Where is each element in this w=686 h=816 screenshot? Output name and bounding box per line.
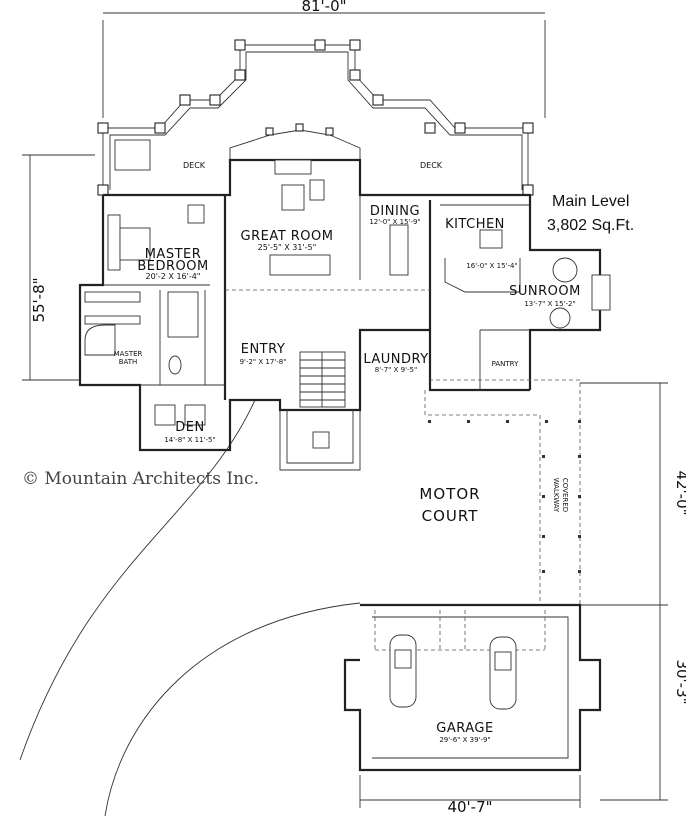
deck-posts (97, 39, 534, 196)
level-title: Main Level (552, 193, 629, 210)
garage-car-right (489, 636, 517, 710)
deck-outline (102, 44, 529, 190)
great-room-furniture (269, 159, 331, 276)
master-bedroom-label-line2: BEDROOM (137, 259, 208, 274)
deck-right-label: DECK (420, 161, 443, 170)
sunroom-label: SUNROOM (509, 284, 581, 299)
den-dimension: 14'-8" X 11'-5" (164, 436, 215, 444)
dining-label: DINING (370, 204, 420, 219)
square-footage: 3,802 Sq.Ft. (547, 217, 634, 234)
garage-car-left (389, 634, 417, 708)
master-bedroom-label-line1: MASTER (145, 247, 202, 262)
kitchen-island (440, 204, 530, 293)
garage-walls (343, 603, 602, 772)
garage-depth-dimension: 30'-3" (673, 659, 686, 704)
walkway-posts (428, 420, 581, 573)
den-furniture (154, 404, 206, 426)
deck-left-label: DECK (183, 161, 206, 170)
copyright-notice: © Mountain Architects Inc. (22, 469, 259, 489)
master-bath-label-line1: MASTER (114, 350, 143, 358)
pantry-label: PANTRY (492, 360, 519, 368)
entry-porch (279, 410, 361, 471)
dining-table (389, 224, 409, 276)
covered-walkway-label-line1: COVERED (561, 478, 569, 512)
master-bedroom-dimension: 20'-2 X 16'-4" (146, 272, 201, 281)
kitchen-dimension: 16'-0" X 15'-4" (466, 262, 517, 270)
great-room-label: GREAT ROOM (241, 229, 334, 244)
motor-court-label-line2: COURT (422, 507, 479, 525)
entry-label: ENTRY (241, 342, 286, 357)
laundry-dimension: 8'-7" X 9'-5" (375, 366, 417, 374)
left-depth-dimension: 55'-8" (30, 277, 48, 322)
walkway-depth-dimension: 42'-0" (673, 470, 686, 515)
garage-label: GARAGE (436, 721, 493, 736)
motor-court-label-line1: MOTOR (419, 485, 480, 503)
sunroom-furniture (549, 257, 611, 329)
top-width-dimension: 81'-0" (301, 0, 346, 15)
master-bedroom-bed (107, 204, 205, 271)
master-bath-fixtures (84, 291, 199, 375)
house-walls (78, 158, 602, 452)
interior-walls (140, 195, 530, 400)
laundry-label: LAUNDRY (363, 352, 428, 367)
great-room-dimension: 25'-5" X 31'-5" (258, 243, 317, 252)
bottom-width-dimension: 40'-7" (447, 798, 492, 816)
entry-dimension: 9'-2" X 17'-8" (240, 358, 287, 366)
driveway-curve-left (19, 399, 256, 761)
covered-walkway-label-line2: WALKWAY (552, 478, 560, 513)
garage-dimension: 29'-6" X 39'-9" (439, 736, 490, 744)
driveway-curve-right (104, 602, 361, 816)
dining-dimension: 12'-0" X 15'-9" (369, 218, 420, 226)
sunroom-dimension: 13'-7" X 15'-2" (524, 300, 575, 308)
hot-tub (114, 139, 151, 171)
master-bath-label-line2: BATH (119, 358, 138, 366)
dimension-lines (22, 12, 668, 808)
kitchen-label: KITCHEN (445, 217, 505, 232)
entry-stairs (299, 351, 346, 408)
den-label: DEN (175, 420, 204, 435)
